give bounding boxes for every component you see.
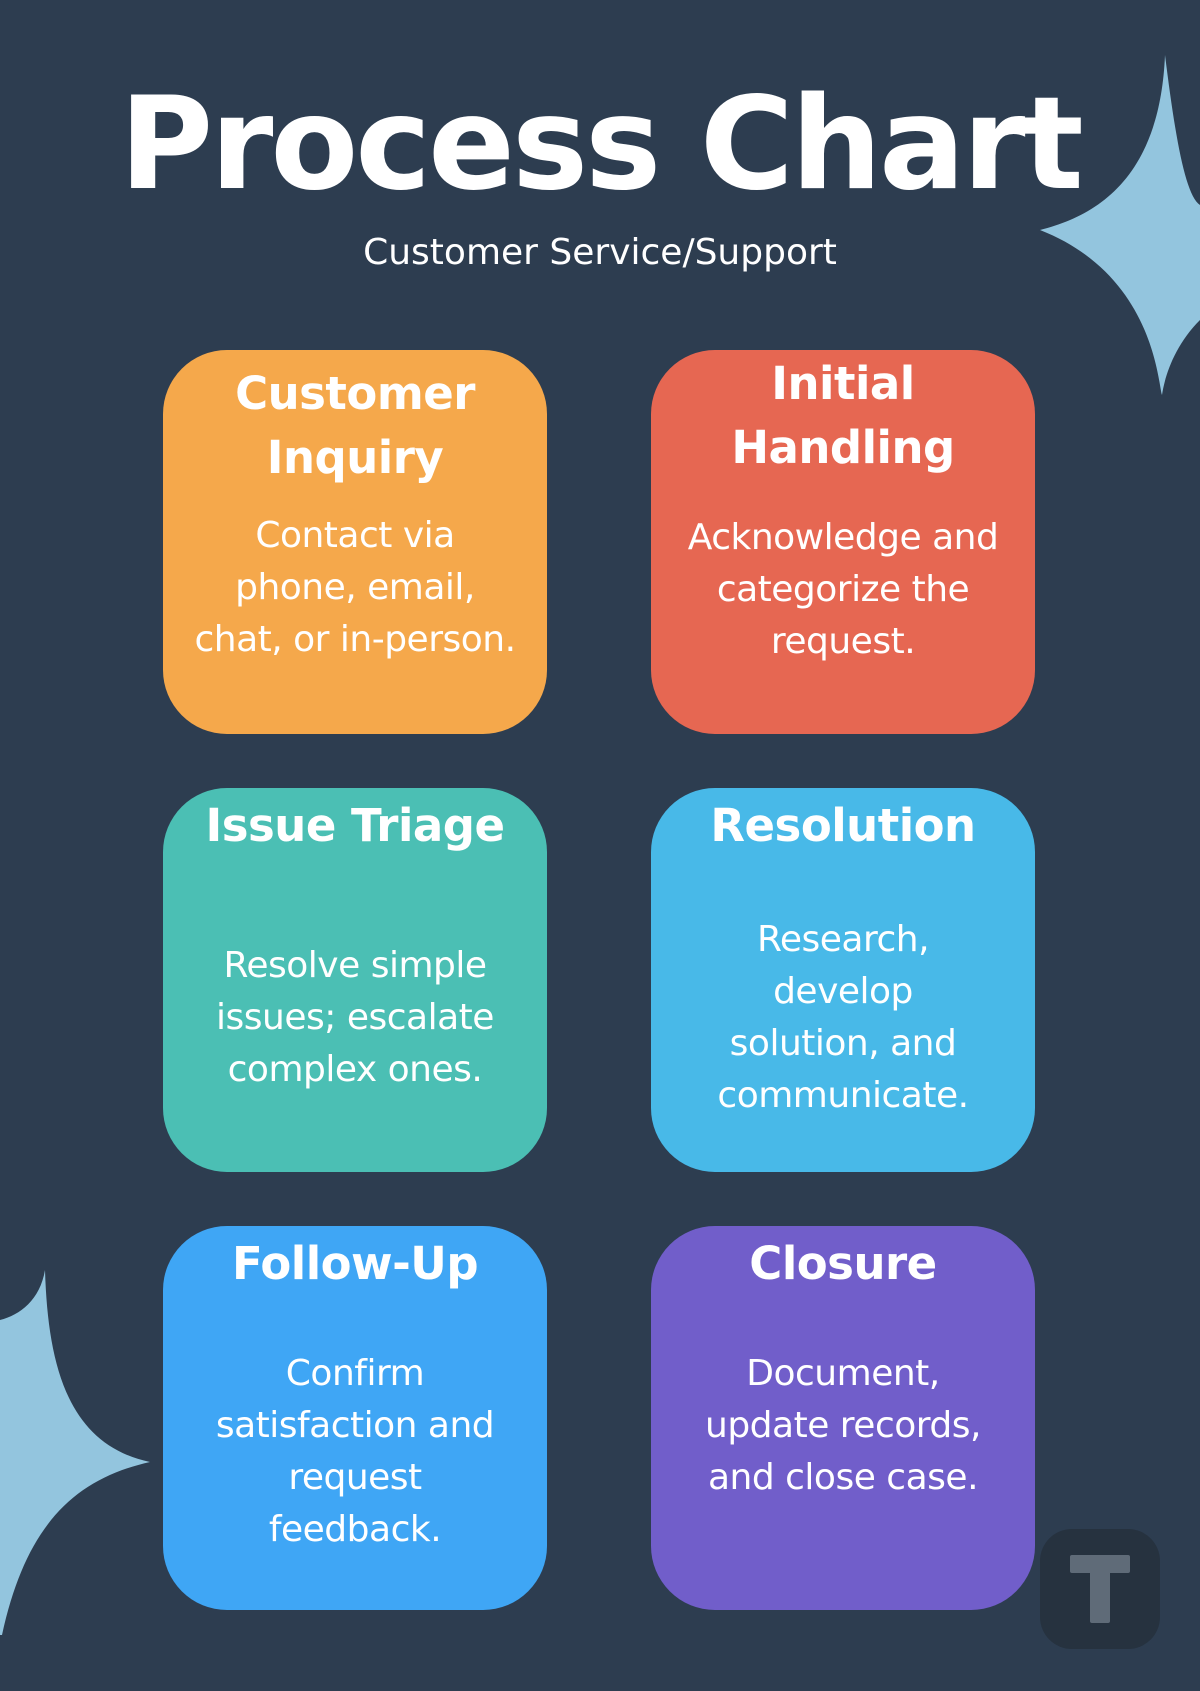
- step-description-line: develop: [773, 971, 913, 1012]
- sparkle-star-icon-bottom-left: [0, 1270, 150, 1635]
- step-description-line: Confirm: [285, 1353, 425, 1394]
- step-title-line: Follow-Up: [231, 1237, 479, 1290]
- page-subtitle: Customer Service/Support: [363, 232, 837, 273]
- step-description-line: phone, email,: [235, 567, 475, 608]
- step-description: Contact via phone, email, chat, or in-pe…: [173, 510, 537, 666]
- sparkle-star-icon-top-right: [1040, 55, 1200, 395]
- step-title-line: Issue Triage: [205, 799, 505, 852]
- step-title: Closure: [651, 1232, 1035, 1296]
- step-description-line: update records,: [705, 1405, 981, 1446]
- step-description: Confirm satisfaction and request feedbac…: [173, 1348, 537, 1556]
- step-title-line: Handling: [731, 421, 955, 474]
- step-title-line: Closure: [749, 1237, 937, 1290]
- page-title: Process Chart: [119, 70, 1083, 219]
- step-description-line: solution, and: [729, 1023, 957, 1064]
- step-description-line: Contact via: [255, 515, 455, 556]
- step-title: Resolution: [651, 794, 1035, 858]
- step-title-line: Resolution: [710, 799, 976, 852]
- step-description-line: Research,: [756, 919, 930, 960]
- step-title-line: Inquiry: [266, 431, 444, 484]
- step-title: Issue Triage: [163, 794, 547, 858]
- step-description-line: request.: [770, 621, 916, 662]
- step-description-line: chat, or in-person.: [194, 619, 516, 660]
- step-description: Acknowledge and categorize the request.: [661, 512, 1025, 668]
- step-description-line: satisfaction and: [215, 1405, 495, 1446]
- step-description-line: complex ones.: [227, 1049, 483, 1090]
- step-card-follow-up: Follow-Up Confirm satisfaction and reque…: [163, 1226, 547, 1610]
- step-description-line: categorize the: [716, 569, 970, 610]
- step-description: Research, develop solution, and communic…: [661, 914, 1025, 1122]
- step-description-line: Document,: [746, 1353, 940, 1394]
- step-description: Resolve simple issues; escalate complex …: [173, 940, 537, 1096]
- step-description: Document, update records, and close case…: [661, 1348, 1025, 1504]
- step-title: Customer Inquiry: [163, 362, 547, 490]
- step-card-customer-inquiry: Customer Inquiry Contact via phone, emai…: [163, 350, 547, 734]
- step-title-line: Initial: [771, 357, 915, 410]
- step-description-line: Acknowledge and: [687, 517, 999, 558]
- t-letter-icon: [1070, 1555, 1130, 1623]
- step-title-line: Customer: [235, 367, 475, 420]
- step-title: Initial Handling: [651, 352, 1035, 480]
- brand-logo: [1040, 1529, 1160, 1649]
- step-title: Follow-Up: [163, 1232, 547, 1296]
- step-description-line: Resolve simple: [223, 945, 487, 986]
- step-card-issue-triage: Issue Triage Resolve simple issues; esca…: [163, 788, 547, 1172]
- step-description-line: request: [288, 1457, 422, 1498]
- step-description-line: feedback.: [268, 1509, 442, 1550]
- step-card-resolution: Resolution Research, develop solution, a…: [651, 788, 1035, 1172]
- step-description-line: communicate.: [717, 1075, 969, 1116]
- step-card-initial-handling: Initial Handling Acknowledge and categor…: [651, 350, 1035, 734]
- step-card-closure: Closure Document, update records, and cl…: [651, 1226, 1035, 1610]
- step-description-line: and close case.: [707, 1457, 979, 1498]
- step-description-line: issues; escalate: [216, 997, 494, 1038]
